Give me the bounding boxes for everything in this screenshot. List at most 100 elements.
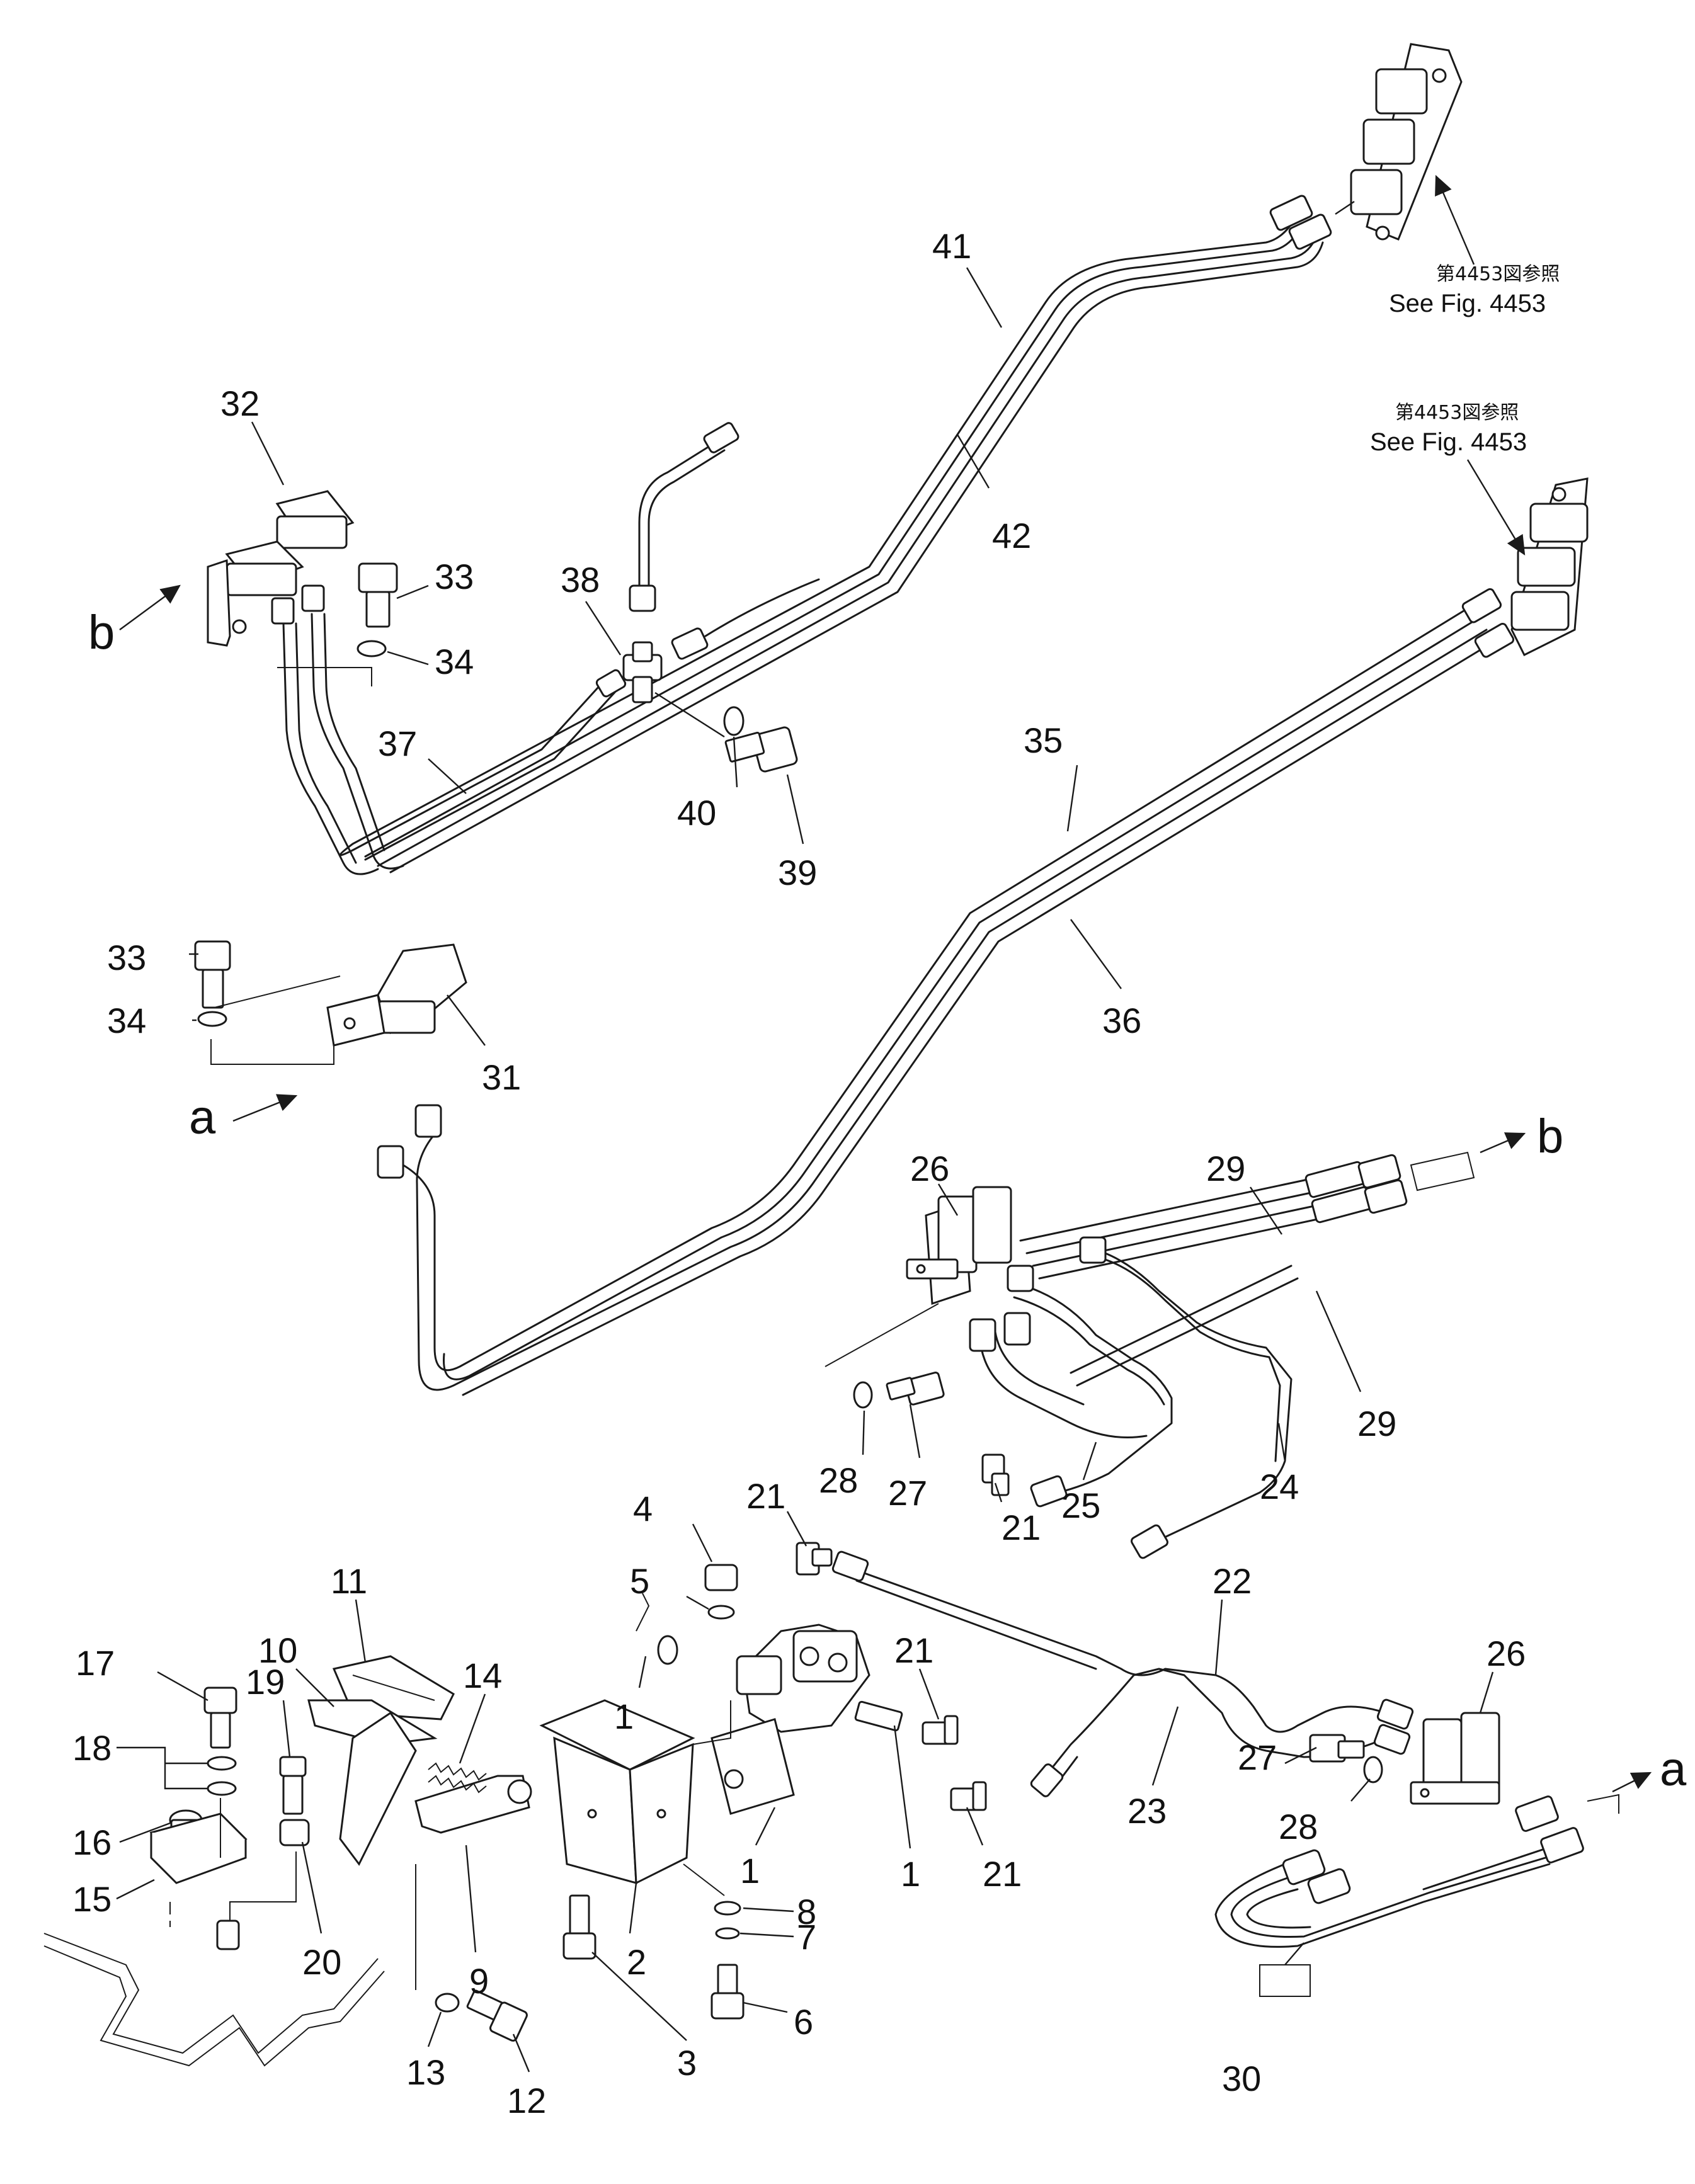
block-15 [149, 1812, 248, 1884]
callout-21-mid: 21 [894, 1630, 933, 1670]
callout-20: 20 [302, 1942, 341, 1982]
callout-23: 23 [1127, 1791, 1167, 1831]
ref-label-en-upper: See Fig. 4453 [1389, 290, 1546, 317]
callout-42: 42 [992, 516, 1031, 555]
pin-20 [216, 1920, 240, 1950]
callout-27-lower: 27 [1238, 1738, 1277, 1777]
callout-8: 8 [797, 1892, 816, 1931]
pedal-arm-9 [339, 1711, 532, 1866]
callout-12: 12 [507, 2081, 546, 2120]
callout-40: 40 [677, 793, 716, 833]
ref-label-jp-upper: 第4453図参照 [1436, 263, 1560, 285]
bolt-17 [203, 1686, 237, 1749]
washer-1-small [657, 1635, 678, 1665]
valve-block-upper-right [1350, 43, 1463, 241]
bolt-3 [562, 1894, 596, 1960]
callout-10: 10 [258, 1630, 297, 1670]
hose-29 [1019, 1151, 1475, 1387]
spring-14 [428, 1762, 487, 1794]
callout-numbers: 41 42 32 33 34 38 37 40 39 35 36 33 34 3… [72, 226, 1526, 2120]
block-26-lower [1410, 1712, 1500, 1805]
washer-8 [714, 1901, 741, 1916]
marker-b-right: b [1537, 1110, 1563, 1163]
callout-37: 37 [378, 724, 417, 763]
pipe-22 [831, 1550, 1414, 1733]
callout-36: 36 [1102, 1001, 1141, 1040]
callout-1-valve: 1 [740, 1851, 760, 1891]
ref-label-en-mid: See Fig. 4453 [1370, 428, 1527, 456]
marker-b-left: b [88, 606, 115, 659]
callout-33-upper: 33 [435, 557, 474, 596]
callout-34-upper: 34 [435, 642, 474, 681]
nut-20 [279, 1819, 310, 1846]
bolt-19 [279, 1756, 307, 1815]
elbow-21-a [796, 1542, 833, 1576]
elbow-21-d [950, 1781, 987, 1811]
block-26-upper [906, 1186, 1012, 1305]
pipe-25 [969, 1236, 1173, 1508]
callout-3: 3 [677, 2043, 697, 2083]
callout-27-upper: 27 [888, 1473, 927, 1513]
callout-7: 7 [797, 1917, 816, 1957]
bolt-27-lower [1309, 1734, 1365, 1763]
valve-main-1 [711, 1624, 870, 1815]
washer-7 [715, 1927, 740, 1940]
washer-5 [707, 1605, 735, 1620]
callout-31: 31 [482, 1057, 521, 1097]
pipe-42 [377, 232, 1324, 873]
callout-26-upper: 26 [910, 1149, 949, 1188]
bolt-33-lower [194, 940, 231, 1009]
ref-label-jp-mid: 第4453図参照 [1395, 402, 1519, 424]
pipe-35 [402, 603, 1481, 1380]
bolt-27-upper [886, 1372, 945, 1406]
pipe-24 [1082, 1246, 1293, 1559]
callout-30: 30 [1222, 2059, 1261, 2098]
block-31 [326, 943, 467, 1047]
bolt-12 [466, 1989, 528, 2042]
washer-34-lower [197, 1011, 227, 1027]
pipe-end-fittings-mid [377, 588, 1515, 1179]
leader-lines [116, 267, 1494, 2073]
washer-18b [207, 1781, 237, 1796]
callout-38: 38 [561, 560, 600, 600]
callout-22: 22 [1213, 1561, 1252, 1601]
hose-30 [1214, 1794, 1619, 1997]
pipe-loose [629, 422, 739, 612]
pipe-41 [339, 213, 1304, 858]
callout-2: 2 [627, 1942, 646, 1982]
callout-28-lower: 28 [1279, 1807, 1318, 1846]
washer-34-upper [357, 640, 387, 657]
washer-28-upper [853, 1381, 873, 1409]
marker-a-right: a [1660, 1743, 1687, 1796]
pipe-36 [416, 628, 1494, 1396]
callout-39: 39 [778, 853, 817, 892]
callout-18: 18 [72, 1728, 111, 1768]
pipe-23 [1030, 1668, 1411, 1797]
callout-1-bolt: 1 [901, 1854, 920, 1894]
nut-4 [704, 1564, 738, 1591]
valve-block-mid-right [1510, 477, 1589, 657]
callout-32: 32 [220, 384, 260, 423]
washer-28-lower [1363, 1756, 1383, 1783]
callout-4: 4 [633, 1489, 653, 1528]
callout-28-upper: 28 [819, 1460, 858, 1500]
callout-19: 19 [246, 1662, 285, 1702]
callout-34-lower: 34 [107, 1001, 146, 1040]
floor-plate [43, 1902, 385, 2067]
washer-40 [723, 706, 745, 736]
callout-9: 9 [469, 1961, 489, 2001]
callout-25: 25 [1061, 1486, 1100, 1525]
callout-17: 17 [76, 1643, 115, 1683]
elbow-21-b [981, 1453, 1010, 1496]
callout-21-bottom: 21 [983, 1854, 1022, 1894]
callout-35: 35 [1024, 720, 1063, 760]
bracket-2 [539, 1699, 695, 1885]
callout-16: 16 [72, 1823, 111, 1862]
callout-1-small: 1 [614, 1697, 634, 1736]
tee-38 [595, 578, 820, 703]
washer-18a [207, 1756, 237, 1771]
callout-33-lower: 33 [107, 938, 146, 977]
callout-26-lower: 26 [1487, 1634, 1526, 1673]
callout-6: 6 [794, 2002, 813, 2042]
